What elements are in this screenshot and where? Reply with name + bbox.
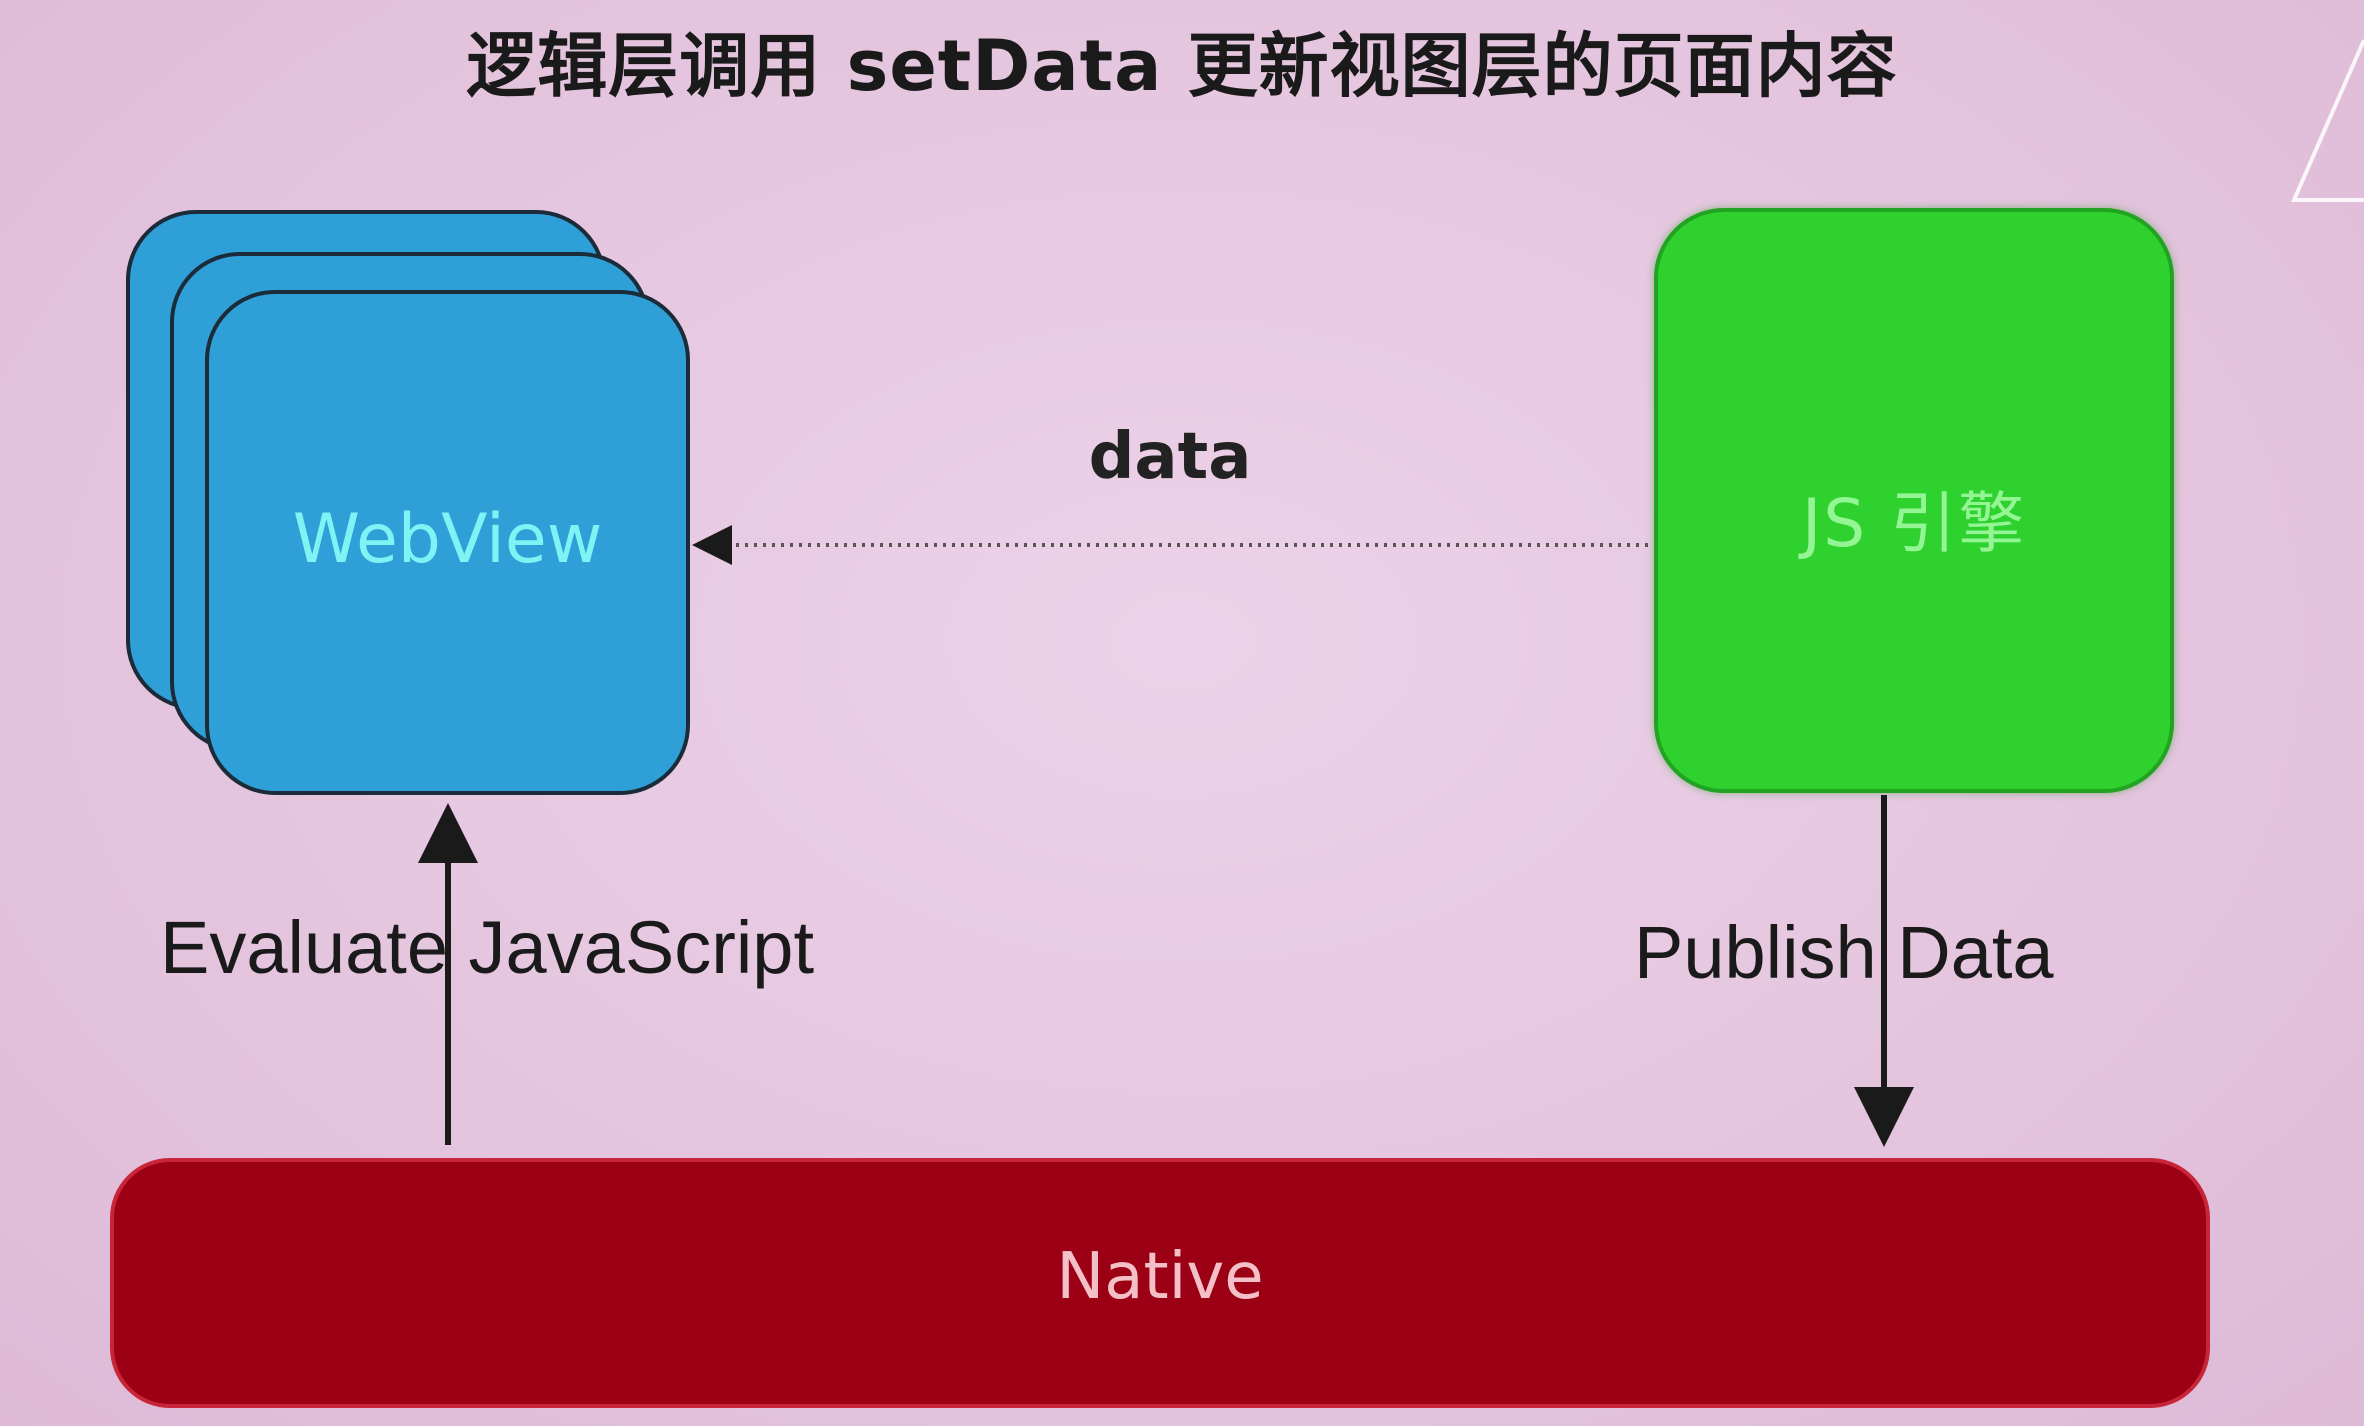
diagram-title: 逻辑层调用 setData 更新视图层的页面内容 — [466, 25, 1898, 107]
webview-node — [205, 290, 690, 795]
native-node — [110, 1158, 2210, 1408]
js-engine-node — [1654, 208, 2174, 793]
publish-data-edge-label: Publish Data — [1634, 911, 2054, 994]
corner-decoration — [2290, 39, 2364, 202]
data-edge-label: data — [1088, 420, 1252, 494]
webview-label: WebView — [292, 500, 603, 579]
native-label: Native — [1056, 1240, 1264, 1314]
js-engine-label: JS 引擎 — [1801, 485, 2027, 562]
evaluate-javascript-edge-label: Evaluate JavaScript — [160, 906, 815, 989]
